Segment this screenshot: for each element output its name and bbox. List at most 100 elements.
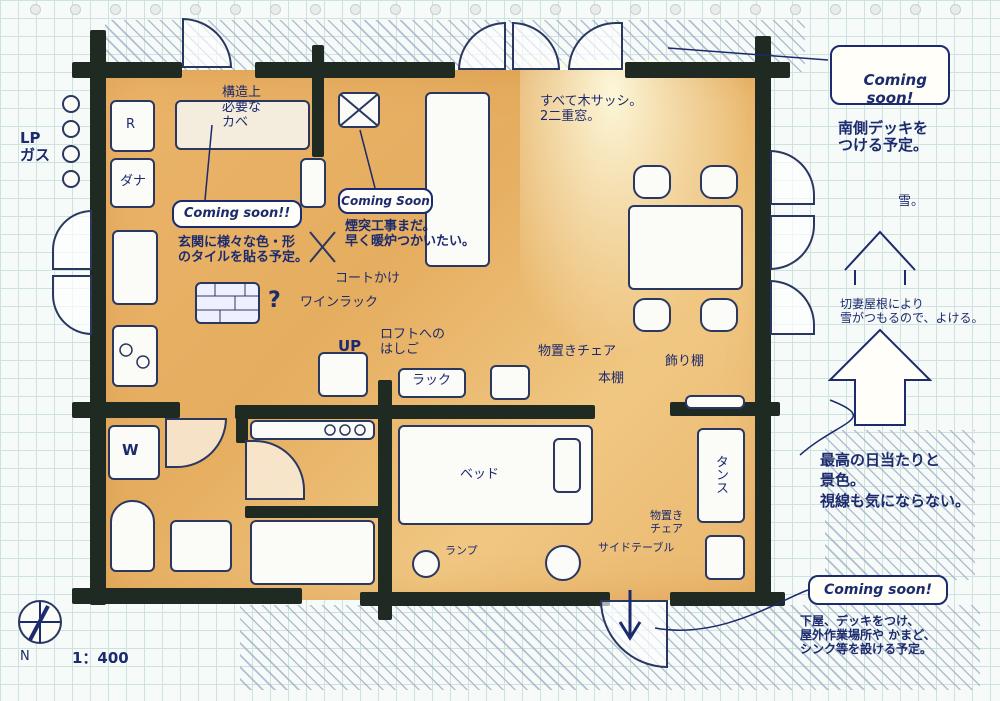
loft-ladder	[318, 352, 368, 397]
dana-cabinet	[110, 158, 155, 208]
leader-line	[359, 129, 376, 189]
leader-line	[654, 589, 809, 631]
best-sun-note: 最高の日当たりと 景色。 視線も気にならない。	[820, 451, 971, 510]
coming-soon-bottom-text: Coming soon!	[823, 582, 933, 598]
wall-bath-divider	[378, 380, 392, 620]
coming-soon-bottom-bubble: Coming soon!	[808, 575, 948, 605]
gable-roof-sketch	[854, 270, 906, 285]
side-table-label: サイドテーブル	[598, 541, 675, 554]
wall-bath-top	[245, 506, 380, 518]
structural-wall-label: 構造上 必要な カベ	[222, 85, 262, 130]
bed-label: ベッド	[460, 467, 500, 482]
wall-north-mid	[255, 62, 455, 78]
refrigerator	[110, 100, 155, 152]
decor-shelf	[685, 395, 745, 409]
decor-shelf-label: 飾り棚	[665, 354, 705, 369]
storage-chair-bottom	[705, 535, 745, 580]
wall-south-left	[72, 588, 302, 604]
coming-soon-entrance-bubble: Coming soon!!	[172, 200, 302, 228]
burner	[354, 424, 366, 436]
coming-soon-top-text: Coming soon!	[863, 71, 927, 107]
pillow	[553, 438, 581, 493]
storage-chair-top-label: 物置きチェア	[538, 344, 617, 359]
rack	[398, 368, 466, 398]
burner	[136, 355, 150, 369]
up-label: UP	[338, 337, 362, 355]
south-deck-note: 南側デッキを つける予定。	[838, 119, 929, 155]
wall-north-left	[72, 62, 182, 78]
wall-south-mid	[360, 592, 610, 606]
dana-label: ダナ	[120, 174, 147, 189]
dining-chair	[700, 298, 738, 332]
washing-machine	[108, 425, 160, 480]
burner	[119, 343, 133, 357]
coat-hook-post	[300, 158, 326, 208]
gas-stove	[112, 325, 158, 387]
lp-gas-label: LP ガス	[20, 129, 51, 165]
gable-roof-note: 切妻屋根により 雪がつもるので、よける。	[840, 297, 984, 325]
coming-soon-chimney-bubble: Coming Soon	[338, 188, 433, 214]
kitchen-sink	[112, 230, 158, 305]
sofa	[425, 92, 490, 267]
burner	[339, 424, 351, 436]
lamp	[412, 550, 440, 578]
dining-chair	[633, 298, 671, 332]
wine-rack-line	[309, 231, 336, 263]
wall-south-right	[670, 592, 785, 606]
wall-north-right	[625, 62, 790, 78]
stove-cross-line	[339, 93, 379, 127]
coming-soon-top-bubble: Coming soon!	[830, 45, 950, 107]
hatch-east-yard	[825, 430, 975, 580]
leader-line	[667, 47, 829, 61]
notebook-binding-holes	[0, 4, 1000, 18]
gas-cylinder	[62, 95, 80, 113]
wall-east	[755, 36, 771, 606]
sun-direction-arrow	[827, 328, 933, 426]
rack-label: ラック	[412, 373, 452, 388]
all-sashes-note: すべて木サッシ。 2二重窓。	[540, 94, 643, 124]
leader-line	[204, 124, 213, 201]
compass-needle	[28, 605, 50, 641]
refrigerator-label: R	[126, 117, 136, 132]
tansu-label: タンス	[712, 455, 728, 494]
dining-table	[628, 205, 743, 290]
tile-sketch	[197, 284, 258, 322]
question-mark: ?	[268, 288, 281, 313]
dining-chair	[633, 165, 671, 199]
toilet	[110, 500, 155, 572]
wine-rack-label: ワインラック	[300, 295, 379, 310]
coming-soon-entrance-text: Coming soon!!	[183, 206, 291, 221]
wash-basin	[170, 520, 232, 572]
storage-chair-top	[490, 365, 530, 400]
wall-inner-vertical	[312, 45, 324, 157]
scale-label: 1：400	[72, 649, 129, 667]
gas-cylinder	[62, 120, 80, 138]
chimney-note: 煙突工事まだ。 早く暖炉つかいたい。	[345, 219, 476, 249]
wall-mid-horizontal-left	[72, 402, 180, 418]
burner	[324, 424, 336, 436]
bathtub	[250, 520, 375, 585]
washing-machine-label: W	[122, 441, 139, 459]
coat-hook-label: コートかけ	[335, 271, 401, 286]
entrance-arrow	[618, 590, 642, 641]
side-table	[545, 545, 581, 581]
gas-cylinder	[62, 145, 80, 163]
gable-roof-sketch	[844, 230, 916, 271]
leader-line	[799, 399, 854, 456]
lamp-label: ランプ	[445, 544, 478, 557]
lower-deck-note: 下屋、デッキをつけ、 屋外作業場所や かまど、 シンク等を設ける予定。	[800, 614, 936, 656]
entrance-tile-note: 玄関に様々な色・形 のタイルを貼る予定。	[178, 235, 309, 265]
wall-mid-horizontal-right	[235, 405, 595, 419]
bookshelf-label: 本棚	[598, 371, 625, 386]
loft-ladder-label: ロフトへの はしご	[380, 327, 446, 357]
dining-chair	[700, 165, 738, 199]
wall-inner-small	[236, 405, 248, 443]
snow-label: 雪。	[898, 194, 925, 209]
coming-soon-chimney-text: Coming Soon	[341, 194, 430, 208]
storage-chair-bottom-label: 物置き チェア	[650, 509, 683, 535]
north-label: N	[20, 649, 30, 664]
structural-wall-block	[175, 100, 310, 150]
entrance-tile-sample	[195, 282, 260, 324]
gas-cylinder	[62, 170, 80, 188]
